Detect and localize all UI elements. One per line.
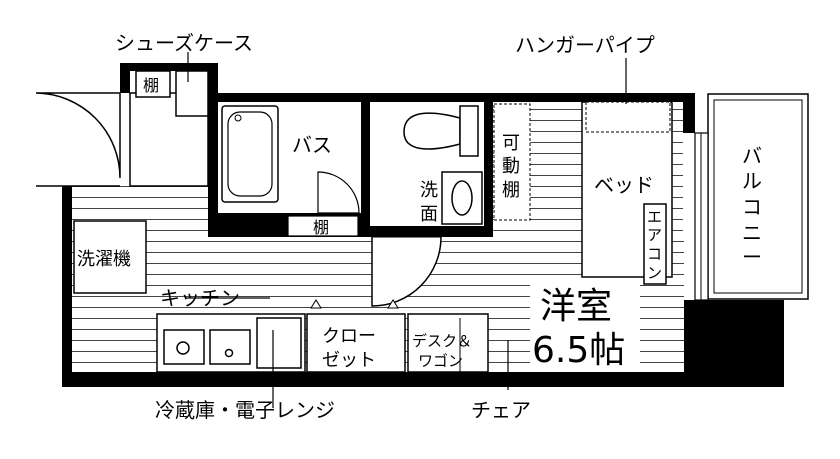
walls	[62, 63, 784, 387]
hanger-pipe-label: ハンガーパイプ	[515, 33, 655, 57]
aircon-label-2: ア	[647, 226, 662, 244]
toilet-room	[370, 102, 484, 307]
closet-label-1: クロー	[322, 326, 376, 347]
chair-label: チェア	[471, 398, 531, 422]
movable-shelf-label-3: 棚	[502, 180, 520, 201]
room-size-label: 6.5帖	[532, 330, 625, 371]
desk-label-2: ワゴン	[418, 352, 463, 370]
balcony-label-2: ル	[742, 169, 762, 193]
labels: シューズケース ハンガーパイプ 棚 バス 棚 可 動 棚 ベッド バ ル コ ニ…	[77, 31, 762, 422]
closet-label-2: ゼット	[322, 350, 376, 371]
movable-shelf	[493, 103, 531, 221]
kitchen-label: キッチン	[160, 286, 240, 310]
washer-label: 洗濯機	[77, 249, 131, 270]
balcony-label-5: ー	[742, 245, 762, 269]
balcony-label-3: コ	[742, 195, 762, 219]
desk-wagon	[407, 313, 509, 390]
washbasin-label-1: 洗	[420, 180, 438, 201]
balcony	[694, 93, 809, 301]
balcony-label-4: ニ	[742, 221, 762, 245]
shelf-top-label: 棚	[143, 76, 159, 95]
shoe-case-label: シューズケース	[115, 31, 253, 55]
aircon-label-1: エ	[647, 208, 662, 226]
bath-room	[218, 102, 361, 237]
air-conditioner	[643, 203, 667, 285]
washing-machine	[73, 220, 147, 294]
desk-label-1: デスク＆	[412, 332, 472, 350]
fridge-microwave-label: 冷蔵庫・電子レンジ	[155, 398, 335, 422]
aircon-label-3: コ	[647, 245, 662, 263]
shoe-case	[135, 52, 209, 117]
balcony-label-1: バ	[742, 144, 762, 168]
washbasin-label-2: 面	[420, 204, 438, 225]
bed-label: ベッド	[594, 173, 654, 197]
room-name-label: 洋室	[540, 286, 612, 327]
closet	[306, 299, 406, 373]
shelf-bath-label: 棚	[313, 218, 329, 237]
movable-shelf-label-1: 可	[502, 133, 520, 154]
kitchen	[156, 297, 306, 408]
aircon-label-4: ン	[647, 264, 662, 282]
movable-shelf-label-2: 動	[502, 156, 520, 177]
bath-label: バス	[292, 133, 332, 157]
